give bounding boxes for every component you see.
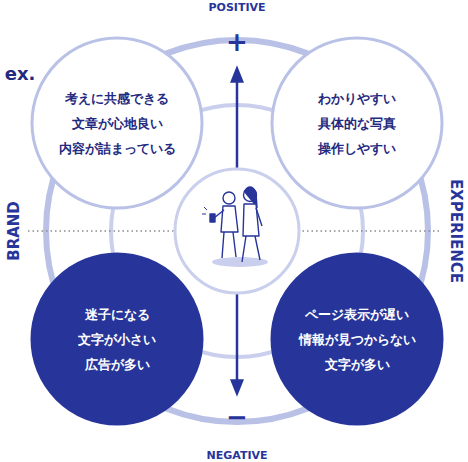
node-text: 文字が小さい	[78, 327, 156, 352]
node-text: 文字が多い	[325, 352, 390, 377]
node-text: 情報が見つからない	[299, 327, 416, 352]
node-text: 広告が多い	[85, 352, 150, 377]
circle-node: ページ表示が遅い情報が見つからない文字が多い	[270, 252, 444, 426]
circle-node: わかりやすい具体的な写真操作しやすい	[270, 36, 444, 210]
node-text: ページ表示が遅い	[305, 302, 409, 327]
circle-shape	[32, 38, 202, 208]
text-group: 考えに共感できる文章が心地良い内容が詰まっている	[30, 36, 204, 210]
node-text: 内容が詰まっている	[59, 136, 176, 161]
node-text: 操作しやすい	[318, 136, 396, 161]
people-illustration	[202, 187, 268, 267]
minus-sign: −	[226, 404, 248, 430]
circle-shape	[32, 254, 202, 424]
circle-shape	[272, 38, 442, 208]
node-text: 文章が心地良い	[72, 111, 163, 136]
plus-sign: +	[226, 29, 248, 55]
axis-label: NEGATIVE	[206, 450, 267, 461]
node-text: 具体的な写真	[318, 111, 396, 136]
circle-node: 迷子になる文字が小さい広告が多い	[30, 252, 204, 426]
text-group: 迷子になる文字が小さい広告が多い	[30, 252, 204, 426]
example-mark: ex.	[5, 65, 36, 83]
node-text: わかりやすい	[318, 86, 396, 111]
axis-label: EXPERIENCE	[448, 179, 463, 283]
axis-label: POSITIVE	[208, 2, 265, 13]
node-text: 迷子になる	[85, 302, 150, 327]
center-circle	[175, 169, 299, 293]
circle-shape	[272, 254, 442, 424]
axis-label: BRAND	[7, 201, 22, 261]
circle-node: 考えに共感できる文章が心地良い内容が詰まっている	[30, 36, 204, 210]
text-group: ページ表示が遅い情報が見つからない文字が多い	[270, 252, 444, 426]
node-text: 考えに共感できる	[65, 86, 169, 111]
text-group: わかりやすい具体的な写真操作しやすい	[270, 36, 444, 210]
